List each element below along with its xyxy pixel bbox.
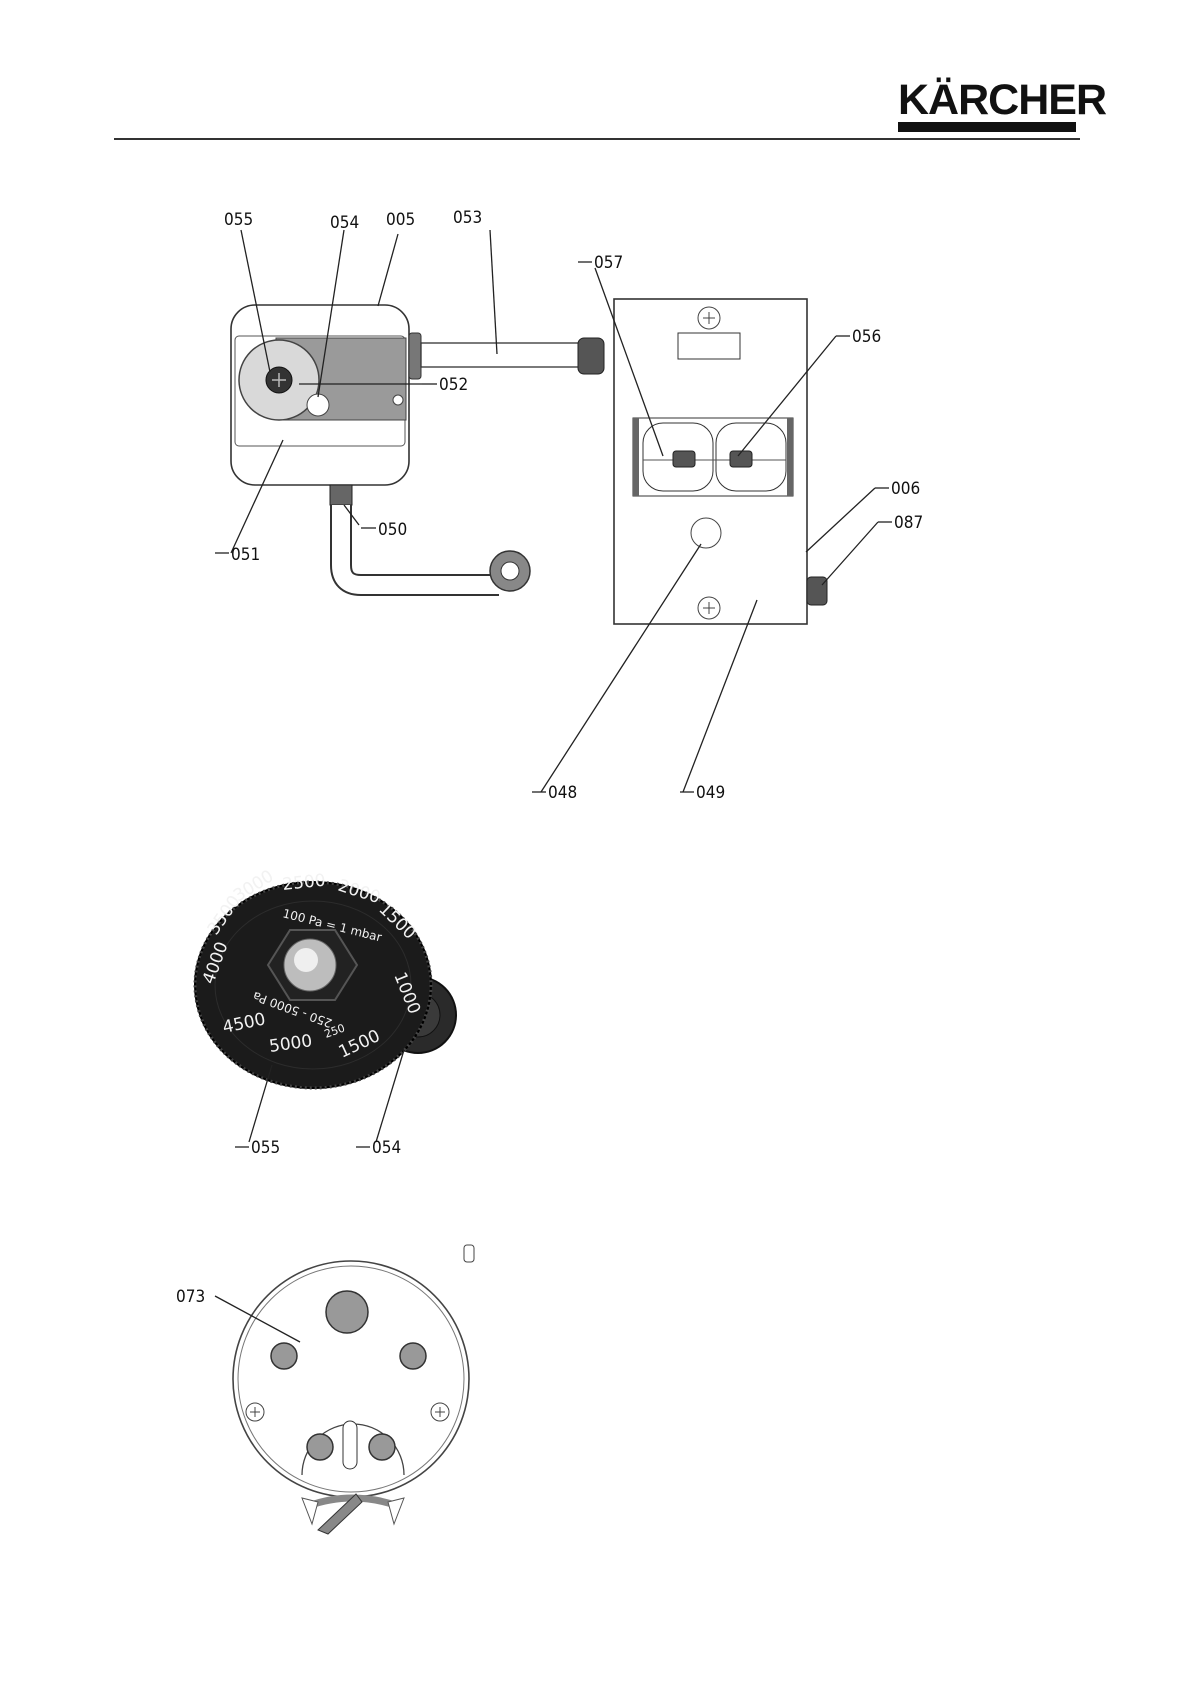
figure-pressure-dial: 4000 3500 3000 2500 2000 1500 1000 1500 … <box>195 866 456 1158</box>
label-055-dial: 055 <box>251 1138 280 1158</box>
label-054-dial: 054 <box>372 1138 401 1158</box>
pointer-054 <box>307 394 329 416</box>
insert-slot <box>343 1421 357 1469</box>
insert-pin-left <box>307 1434 333 1460</box>
label-087: 087 <box>894 513 923 533</box>
label-049: 049 <box>696 783 725 803</box>
label-052: 052 <box>439 375 468 395</box>
plug-key-tab <box>464 1245 474 1262</box>
label-055: 055 <box>224 210 253 230</box>
hose-fitting-left <box>409 333 421 379</box>
label-053: 053 <box>453 208 482 228</box>
insert-pin-right <box>369 1434 395 1460</box>
label-051: 051 <box>231 545 260 565</box>
label-050: 050 <box>378 520 407 540</box>
plug-pin-large <box>326 1291 368 1333</box>
plug-pin-right <box>400 1343 426 1369</box>
figure-plug-face: 073 <box>176 1245 474 1534</box>
label-054: 054 <box>330 213 359 233</box>
hose-fitting-right <box>578 338 604 374</box>
label-048: 048 <box>548 783 577 803</box>
label-005: 005 <box>386 210 415 230</box>
label-073: 073 <box>176 1287 205 1307</box>
indicator-048 <box>691 518 721 548</box>
plate-screw <box>393 395 403 405</box>
plug-pin-left <box>271 1343 297 1369</box>
connector-050 <box>330 485 352 505</box>
hose-053 <box>421 343 581 367</box>
tube-outline <box>341 505 499 585</box>
label-006: 006 <box>891 479 920 499</box>
label-window <box>678 333 740 359</box>
label-056: 056 <box>852 327 881 347</box>
label-057: 057 <box>594 253 623 273</box>
gland-087 <box>807 577 827 605</box>
figure-pressure-switch-assembly: 055 054 005 053 057 056 052 051 050 006 … <box>215 208 923 803</box>
